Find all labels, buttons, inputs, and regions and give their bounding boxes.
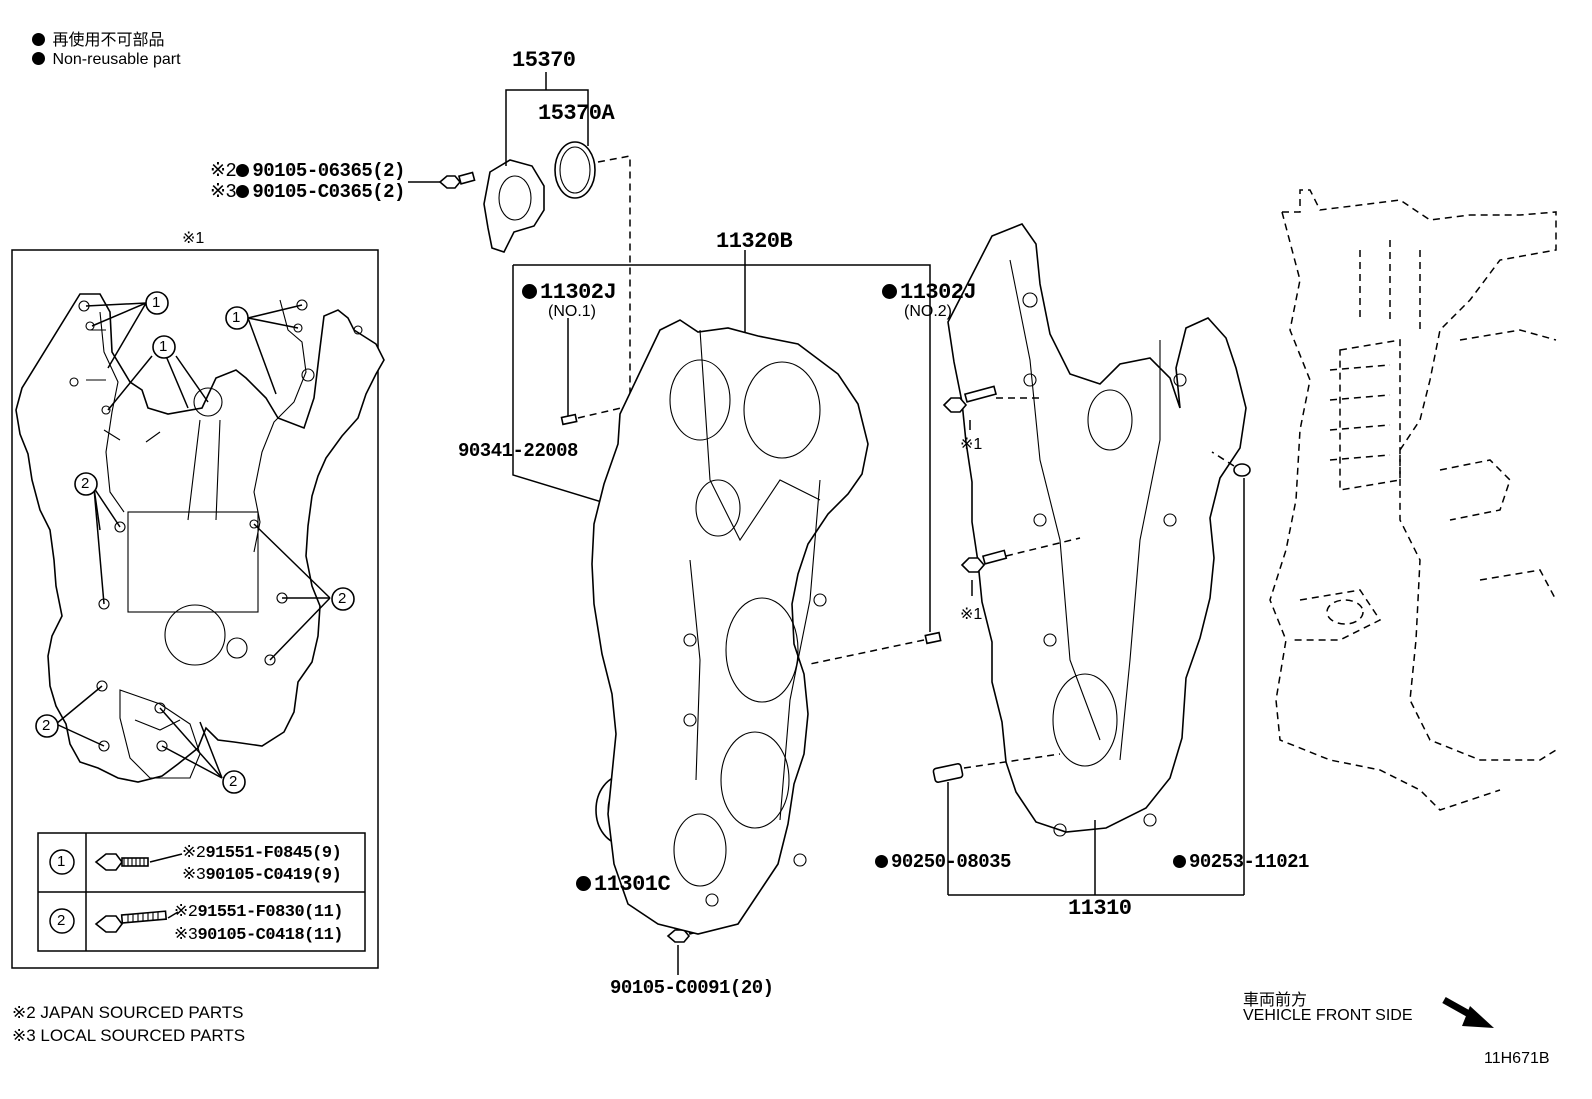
part-90253-label[interactable]: 90253-11021	[1173, 851, 1309, 873]
part-11301c-number: 11301C	[594, 872, 671, 897]
inset-callout-circles	[35, 291, 355, 794]
callout-2a: 2	[81, 475, 90, 492]
engine-block-drawing	[1269, 189, 1557, 811]
table-bolt-1	[94, 853, 149, 871]
timing-cover-drawing	[591, 319, 869, 935]
mark3: ※3	[182, 866, 206, 885]
non-reusable-bullet-icon	[236, 185, 250, 198]
callout-2c: 2	[42, 717, 51, 734]
part-11320b-label[interactable]: 11320B	[716, 229, 793, 254]
callout-1c: 1	[159, 338, 168, 355]
bolt-oilpump-local[interactable]: ※3 90105-C0365(2)	[210, 180, 405, 203]
oilpump-bolt-drawing	[438, 171, 476, 189]
callout-2b: 2	[338, 590, 347, 607]
part-90341-label[interactable]: 90341-22008	[458, 440, 578, 462]
non-reusable-bullet-icon	[32, 52, 45, 65]
inset-frame	[11, 249, 379, 969]
plate-bolt-lower-drawing	[960, 549, 1008, 573]
inset-leaders	[55, 302, 331, 779]
callout-2d: 2	[229, 773, 238, 790]
non-reusable-bullet-icon	[882, 284, 897, 299]
mark2: ※2	[210, 160, 237, 182]
mark3: ※3	[210, 181, 237, 203]
footnote-local: ※3 LOCAL SOURCED PARTS	[12, 1026, 246, 1045]
legend-en-text: Non-reusable part	[52, 51, 181, 68]
direction-en: VEHICLE FRONT SIDE	[1243, 1007, 1413, 1024]
mark2: ※2	[174, 903, 198, 922]
pin-right	[924, 631, 942, 645]
table-row2-num: 2	[57, 912, 66, 929]
table-row1-local-number: 90105-C0419(9)	[205, 866, 342, 885]
pin-left	[560, 413, 578, 426]
legend-en: Non-reusable part	[32, 51, 181, 69]
non-reusable-bullet-icon	[576, 876, 591, 891]
legend-jp: 再使用不可部品	[32, 26, 164, 50]
part-11302j-no2-note: (NO.2)	[904, 303, 952, 320]
non-reusable-bullet-icon	[1173, 855, 1186, 868]
table-bolt-2	[94, 910, 168, 933]
non-reusable-bullet-icon	[522, 284, 537, 299]
table-row2-local-number: 90105-C0418(11)	[197, 926, 343, 945]
part-11302j-no1-number: 11302J	[540, 280, 617, 305]
table-row2-jp-number: 91551-F0830(11)	[197, 903, 343, 922]
part-90105-c0091-label[interactable]: 90105-C0091(20)	[610, 977, 774, 999]
part-11302j-no2-number: 11302J	[900, 280, 977, 305]
direction-jp: 車両前方	[1243, 992, 1308, 1009]
legend-jp-text: 再使用不可部品	[52, 32, 165, 49]
part-90253-number: 90253-11021	[1189, 851, 1309, 873]
part-90250-label[interactable]: 90250-08035	[875, 851, 1011, 873]
table-row1-local[interactable]: ※390105-C0419(9)	[182, 864, 342, 885]
part-90250-number: 90250-08035	[891, 851, 1011, 873]
part-11302j-no1-note: (NO.1)	[548, 303, 596, 320]
part-15370-label[interactable]: 15370	[512, 48, 576, 73]
bolt-oilpump-jp[interactable]: ※2 90105-06365(2)	[210, 159, 405, 182]
figure-code: 11H671B	[1484, 1050, 1550, 1067]
mark1-lower: ※1	[960, 606, 983, 623]
bolt-oilpump-local-number: 90105-C0365(2)	[252, 181, 405, 203]
mark3: ※3	[174, 926, 198, 945]
plate-bolt-upper-drawing	[942, 385, 997, 413]
timing-plate-drawing	[947, 223, 1247, 837]
non-reusable-bullet-icon	[875, 855, 888, 868]
part-15370a-label[interactable]: 15370A	[538, 101, 615, 126]
plug-90253	[1233, 463, 1251, 477]
part-11302j-no2-label[interactable]: 11302J	[882, 280, 977, 305]
inset-cover-drawing	[15, 293, 385, 783]
vehicle-front-arrow	[1442, 996, 1494, 1028]
footnote-japan: ※2 JAPAN SOURCED PARTS	[12, 1003, 244, 1022]
pin-90250	[932, 763, 964, 783]
non-reusable-bullet-icon	[32, 33, 45, 46]
callout-1b: 1	[232, 309, 241, 326]
table-row1-jp-number: 91551-F0845(9)	[205, 844, 342, 863]
inset-title: ※1	[182, 230, 205, 247]
part-11302j-no1-label[interactable]: 11302J	[522, 280, 617, 305]
callout-1a: 1	[152, 294, 161, 311]
bolt-oilpump-jp-number: 90105-06365(2)	[252, 160, 405, 182]
non-reusable-bullet-icon	[236, 164, 250, 177]
part-11310-label[interactable]: 11310	[1068, 896, 1132, 921]
oil-seal-retainer-drawing	[483, 141, 596, 253]
mark1-upper: ※1	[960, 436, 983, 453]
part-11301c-label[interactable]: 11301C	[576, 872, 671, 897]
table-row2-local[interactable]: ※390105-C0418(11)	[174, 924, 343, 945]
inset-bolt-table	[37, 832, 366, 952]
mark2: ※2	[182, 844, 206, 863]
table-row2-jp[interactable]: ※291551-F0830(11)	[174, 901, 343, 922]
table-row1-jp[interactable]: ※291551-F0845(9)	[182, 842, 342, 863]
table-row1-num: 1	[57, 853, 66, 870]
